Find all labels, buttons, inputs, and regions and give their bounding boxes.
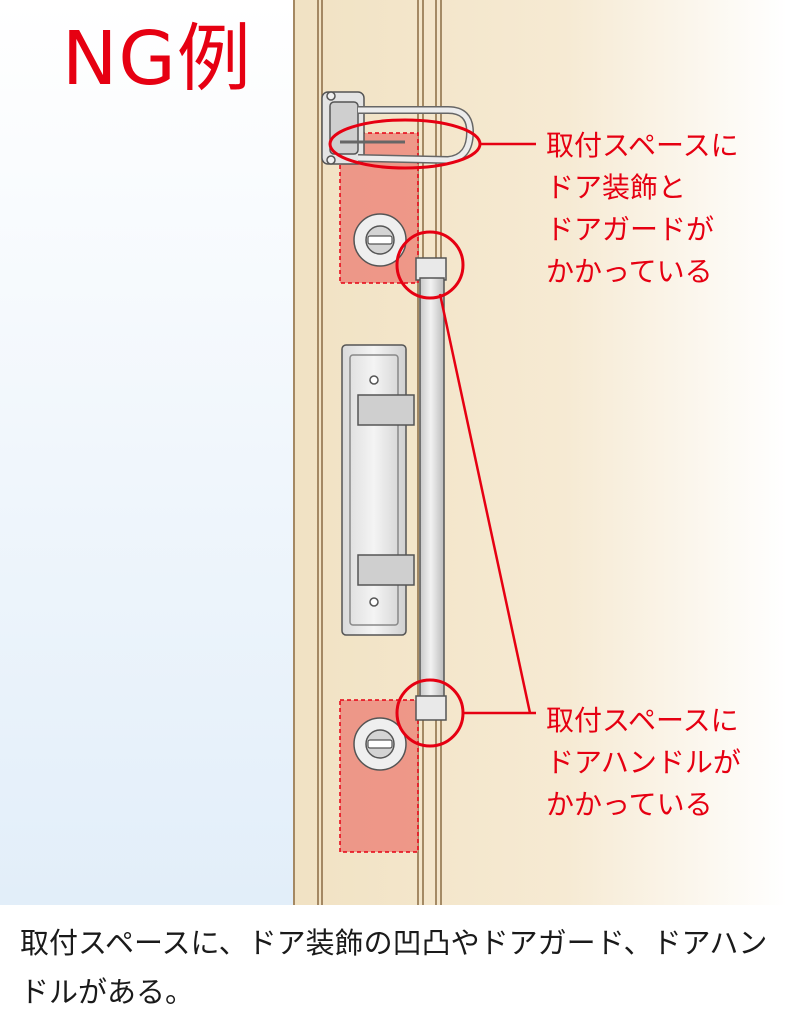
leader-lines — [438, 142, 536, 715]
callout-line: ドアガードが — [546, 213, 715, 246]
highlight-handle-top — [395, 230, 465, 300]
wall-background — [0, 0, 295, 905]
caption-panel: 取付スペースに、ドア装飾の凹凸やドアガード、ドアハンドルがある。 — [0, 905, 787, 1025]
door-illustration — [0, 0, 787, 905]
ng-example-title: NG例 — [62, 16, 252, 102]
callout-line: 取付スペースに — [546, 129, 739, 162]
callout-top: 取付スペースに ドア装飾と ドアガードが かかっている — [546, 125, 739, 293]
door-pull-handle — [415, 257, 447, 721]
callout-line: かかっている — [546, 788, 713, 821]
callout-line: ドアハンドルが — [546, 746, 741, 779]
caption-text: 取付スペースに、ドア装飾の凹凸やドアガード、ドアハンドルがある。 — [20, 926, 768, 1009]
cylinder-lock-bottom — [353, 717, 407, 771]
callout-line: ドア装飾と — [546, 171, 687, 204]
door-handle-plate — [341, 344, 415, 636]
callout-bottom: 取付スペースに ドアハンドルが かかっている — [546, 700, 741, 826]
callout-line: 取付スペースに — [546, 704, 739, 737]
cylinder-lock-top — [353, 213, 407, 267]
callout-line: かかっている — [546, 255, 713, 288]
